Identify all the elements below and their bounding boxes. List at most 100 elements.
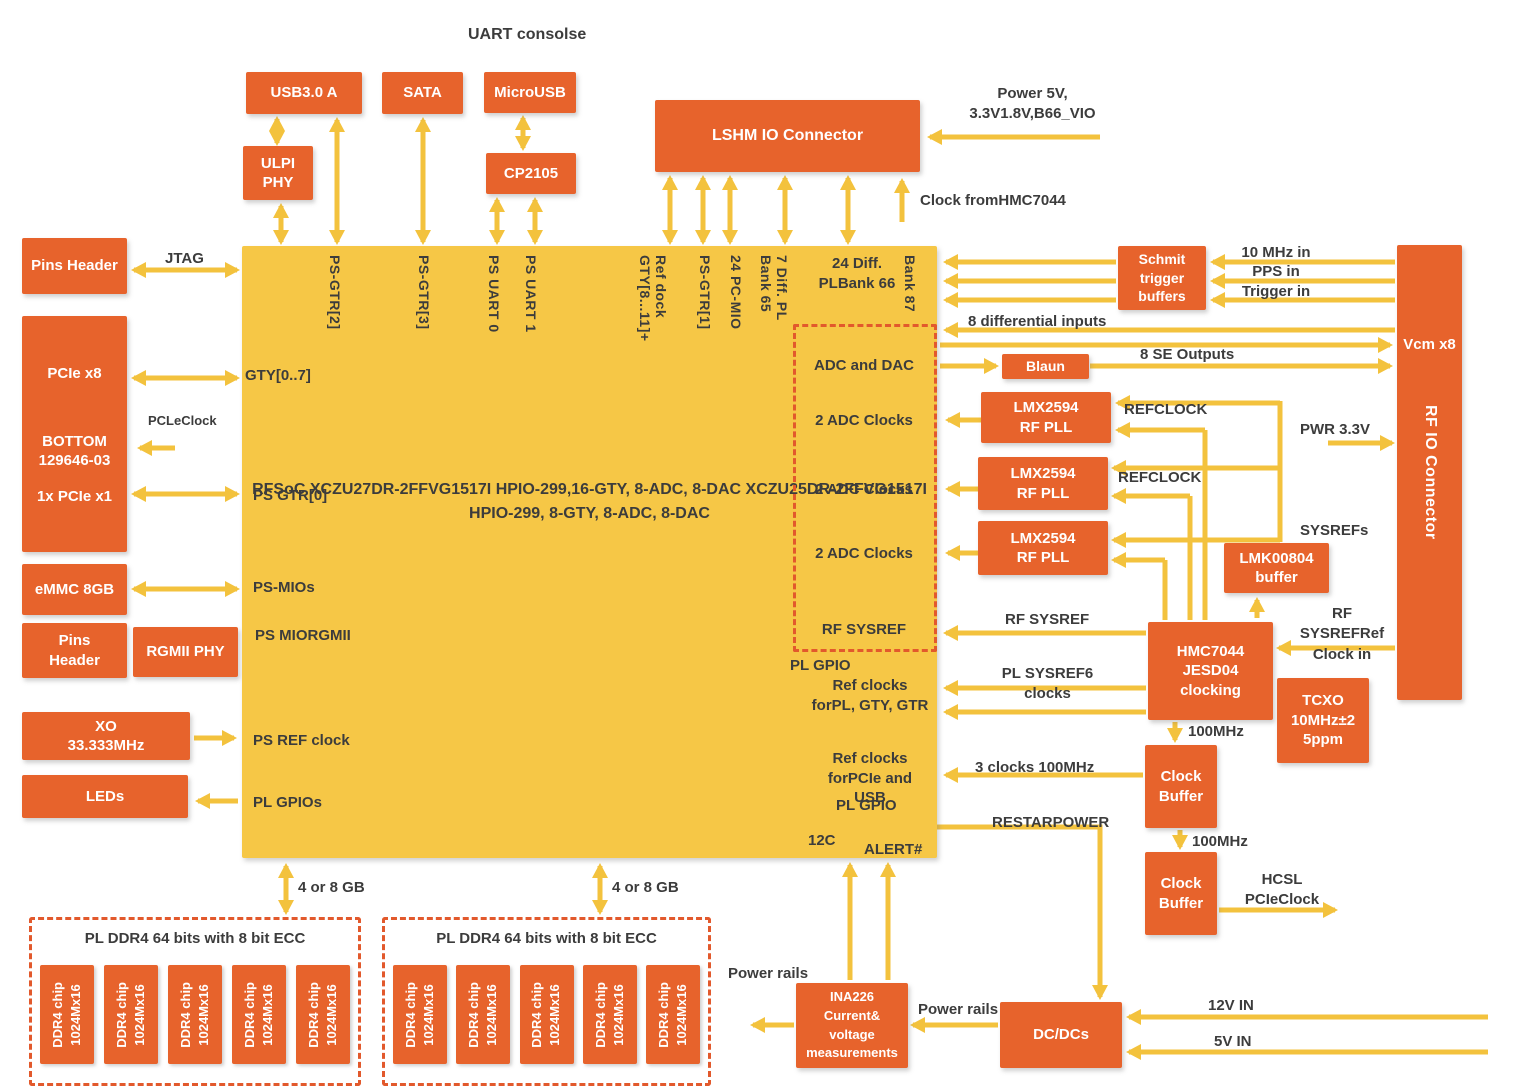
- se-outputs-label: 8 SE Outputs: [1140, 346, 1235, 363]
- sata-block: SATA: [382, 72, 463, 114]
- rfsoc-block: PS-GTR[2] PS-GTR[3] PS UART 0 PS UART 1 …: [242, 246, 937, 858]
- ref-clock-label-1: REFCLOCK: [1124, 401, 1208, 418]
- 5v-in-label: 5V IN: [1214, 1033, 1252, 1050]
- vcm-x8-label: Vcm x8: [1403, 336, 1456, 353]
- dcdc-block: DC/DCs: [1000, 1002, 1122, 1068]
- power-rails-label-mid: Power rails: [918, 1001, 999, 1018]
- cp2105-block: CP2105: [486, 153, 576, 194]
- 3clocks-100mhz-label: 3 clocks 100MHz: [975, 759, 1095, 776]
- 12v-in-label: 12V IN: [1208, 997, 1254, 1014]
- pin-rf-sysref: RF SYSREF: [821, 621, 907, 638]
- pin-ref-clocks-pcie: Ref clocks forPCIe and USB: [827, 750, 913, 806]
- ddr-group-2: PL DDR4 64 bits with 8 bit ECC DDR4 chip…: [382, 917, 711, 1086]
- pin-24-pc-mio: 24 PC-MIO: [728, 255, 744, 330]
- pin-ps-uart1: PS UART 1: [523, 255, 539, 333]
- pin-gty8-11-refdock: GTY[8...11]+Ref dock: [637, 255, 669, 342]
- power-rails-label-left: Power rails: [728, 965, 809, 982]
- pcle-clock-label: PCLeClock: [148, 413, 217, 428]
- leds-block: LEDs: [22, 775, 188, 818]
- pps-in-label: PPS in: [1252, 263, 1300, 280]
- rf-sysref-refclockin-label: RF SYSREFRef Clock in: [1299, 605, 1385, 663]
- pin-ps-mio-rgmii: PS MIORGMII: [255, 627, 351, 644]
- hcsl-pcie-clock-label: HCSL PCIeClock: [1244, 871, 1320, 909]
- differential-inputs-label: 8 differential inputs: [968, 313, 1107, 330]
- rf-io-connector-block: RF IO Connector Vcm x8: [1397, 245, 1462, 700]
- 10mhz-in-label: 10 MHz in: [1241, 244, 1311, 261]
- sysrefs-label: SYSREFs: [1300, 522, 1369, 539]
- pwr-33v-label: PWR 3.3V: [1300, 421, 1371, 438]
- pin-ps-gtr2: PS-GTR[2]: [327, 255, 343, 330]
- rgmii-phy-block: RGMII PHY: [133, 627, 238, 677]
- arrow-group: [131, 115, 1488, 1061]
- pin-pl-gpio-2: PL GPIO: [836, 797, 897, 814]
- blaun-block: Blaun: [1002, 354, 1089, 379]
- power-5v-label: Power 5V, 3.3V1.8V,B66_VIO: [969, 85, 1096, 123]
- pin-ref-clocks-pl: Ref clocks forPL, GTY, GTR: [811, 677, 929, 714]
- adc-dac-region: [793, 324, 937, 652]
- pin-pl-gpios: PL GPIOs: [253, 794, 322, 811]
- 100mhz-label-1: 100MHz: [1188, 723, 1244, 740]
- pin-ps-gtr0: PS GTR[0]: [253, 487, 328, 504]
- rf-io-connector-title: RF IO Connector: [1421, 405, 1439, 540]
- pin-alert: ALERT#: [864, 841, 923, 858]
- ddr-group-2-title: PL DDR4 64 bits with 8 bit ECC: [436, 930, 657, 947]
- pin-bank87: Bank 87: [902, 255, 918, 313]
- usb3-block: USB3.0 A: [246, 72, 362, 114]
- pin-2adc-clocks-3: 2 ADC Clocks: [815, 545, 913, 562]
- pin-pl-gpio: PL GPIO: [790, 657, 851, 674]
- uart-console-label: UART consolse: [468, 26, 587, 43]
- ddr-group-1-title: PL DDR4 64 bits with 8 bit ECC: [84, 930, 306, 947]
- pin-ps-ref-clock: PS REF clock: [253, 732, 350, 749]
- restar-power-label: RESTARPOWER: [992, 814, 1110, 831]
- pin-2adc-clocks-2: 2 ADC Clocks: [815, 481, 913, 498]
- pin-ps-gtr1: PS-GTR[1]: [697, 255, 713, 330]
- 4or8gb-label-1: 4 or 8 GB: [298, 879, 365, 896]
- rf-sysref-label: RF SYSREF: [1005, 611, 1090, 628]
- pin-2adc-clocks-1: 2 ADC Clocks: [815, 412, 913, 429]
- lshm-io-connector-block: LSHM IO Connector: [655, 100, 920, 172]
- pin-adc-and-dac: ADC and DAC: [814, 357, 914, 374]
- 4or8gb-label-2: 4 or 8 GB: [612, 879, 679, 896]
- pin-gty0-7: GTY[0..7]: [245, 367, 311, 384]
- trigger-in-label: Trigger in: [1241, 283, 1311, 300]
- ddr-group-1: PL DDR4 64 bits with 8 bit ECC DDR4 chip…: [29, 917, 361, 1086]
- pin-ps-mios: PS-MIOs: [253, 579, 315, 596]
- pin-ps-gtr3: PS-GTR[3]: [416, 255, 432, 330]
- clock-from-hmc-label: Clock fromHMC7044: [920, 192, 1066, 209]
- pcie-bottom-block: PCIe x8 BOTTOM 129646-03 1x PCIe x1: [22, 316, 127, 552]
- ref-clock-label-2: REFCLOCK: [1118, 469, 1202, 486]
- pin-ps-uart0: PS UART 0: [486, 255, 502, 333]
- emmc-block: eMMC 8GB: [22, 564, 127, 615]
- pl-sysref-label: PL SYSREF6 clocks: [1001, 665, 1094, 703]
- jtag-label: JTAG: [165, 250, 204, 267]
- pins-header-top-block: Pins Header: [22, 238, 127, 294]
- microusb-block: MicroUSB: [484, 72, 576, 113]
- rfsoc-description: RFSoC XCZU27DR-2FFVG1517I HPIO-299,16-GT…: [252, 481, 927, 522]
- pin-24diff-bank66: 24 Diff. PLBank 66: [818, 255, 896, 292]
